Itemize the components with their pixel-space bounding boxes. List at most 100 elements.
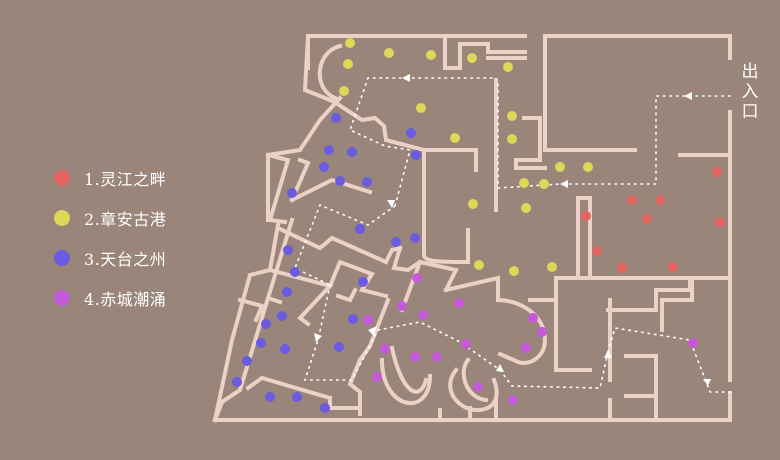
zone1-exhibit-point[interactable] xyxy=(592,246,602,256)
zone3-exhibit-point[interactable] xyxy=(290,267,300,277)
zone3-exhibit-point[interactable] xyxy=(232,377,242,387)
zone2-exhibit-point[interactable] xyxy=(339,86,349,96)
zone3-exhibit-point[interactable] xyxy=(320,403,330,413)
zone4-exhibit-points xyxy=(363,273,698,405)
zone2-exhibit-points xyxy=(339,38,593,276)
legend-item-zone1[interactable]: 1.灵江之畔 xyxy=(54,158,166,198)
zone3-exhibit-point[interactable] xyxy=(319,162,329,172)
zone2-exhibit-point[interactable] xyxy=(583,162,593,172)
zone3-exhibit-point[interactable] xyxy=(410,233,420,243)
zone4-exhibit-point[interactable] xyxy=(380,344,390,354)
zone1-exhibit-points xyxy=(581,167,725,273)
zone3-exhibit-point[interactable] xyxy=(256,338,266,348)
zone2-exhibit-point[interactable] xyxy=(509,266,519,276)
zone3-exhibit-point[interactable] xyxy=(411,150,421,160)
legend-label: 3.天台之州 xyxy=(84,250,167,269)
zone2-exhibit-point[interactable] xyxy=(343,59,353,69)
route-arrows xyxy=(314,74,711,386)
zone3-exhibit-point[interactable] xyxy=(280,344,290,354)
zone1-exhibit-point[interactable] xyxy=(642,214,652,224)
zone3-exhibit-point[interactable] xyxy=(265,392,275,402)
zone1-exhibit-point[interactable] xyxy=(627,195,637,205)
zone3-exhibit-point[interactable] xyxy=(362,177,372,187)
zone4-exhibit-point[interactable] xyxy=(412,273,422,283)
arrow-icon xyxy=(402,74,410,82)
zone2-exhibit-point[interactable] xyxy=(450,133,460,143)
zone2-exhibit-point[interactable] xyxy=(555,162,565,172)
zone4-exhibit-point[interactable] xyxy=(473,382,483,392)
zone4-exhibit-point[interactable] xyxy=(363,315,373,325)
zone2-exhibit-point[interactable] xyxy=(468,199,478,209)
floor-plan-walls xyxy=(212,33,732,423)
zone2-exhibit-point[interactable] xyxy=(474,260,484,270)
arrow-icon xyxy=(703,379,711,386)
zone2-exhibit-point[interactable] xyxy=(345,38,355,48)
zone3-exhibit-point[interactable] xyxy=(358,277,368,287)
zone3-exhibit-point[interactable] xyxy=(261,319,271,329)
zone3-exhibit-point[interactable] xyxy=(331,113,341,123)
zone3-exhibit-point[interactable] xyxy=(347,147,357,157)
zone3-exhibit-point[interactable] xyxy=(355,224,365,234)
zone1-exhibit-point[interactable] xyxy=(715,217,725,227)
zone4-exhibit-point[interactable] xyxy=(521,343,531,353)
legend: 1.灵江之畔 2.章安古港 3.天台之州 4.赤城潮涌 xyxy=(54,158,166,318)
zone1-exhibit-point[interactable] xyxy=(617,263,627,273)
zone2-exhibit-point[interactable] xyxy=(426,50,436,60)
zone3-exhibit-point[interactable] xyxy=(242,356,252,366)
zone3-exhibit-point[interactable] xyxy=(391,237,401,247)
legend-item-zone3[interactable]: 3.天台之州 xyxy=(54,238,166,278)
zone3-exhibit-point[interactable] xyxy=(282,287,292,297)
zone1-exhibit-point[interactable] xyxy=(655,195,665,205)
zone2-dot-icon xyxy=(54,210,70,226)
zone4-exhibit-point[interactable] xyxy=(432,352,442,362)
arrow-icon xyxy=(368,326,377,336)
zone2-exhibit-point[interactable] xyxy=(503,62,513,72)
zone4-exhibit-point[interactable] xyxy=(418,310,428,320)
zone4-exhibit-point[interactable] xyxy=(537,327,547,337)
zone3-dot-icon xyxy=(54,250,70,266)
zone4-exhibit-point[interactable] xyxy=(688,338,698,348)
zone2-exhibit-point[interactable] xyxy=(539,179,549,189)
zone3-exhibit-point[interactable] xyxy=(287,188,297,198)
zone3-exhibit-point[interactable] xyxy=(406,128,416,138)
zone3-exhibit-point[interactable] xyxy=(334,342,344,352)
zone3-exhibit-points xyxy=(232,113,421,413)
zone4-exhibit-point[interactable] xyxy=(461,339,471,349)
zone2-exhibit-point[interactable] xyxy=(547,262,557,272)
zone4-exhibit-point[interactable] xyxy=(528,313,538,323)
zone3-exhibit-point[interactable] xyxy=(283,245,293,255)
zone2-exhibit-point[interactable] xyxy=(507,134,517,144)
zone3-exhibit-point[interactable] xyxy=(324,145,334,155)
zone2-exhibit-point[interactable] xyxy=(521,203,531,213)
zone1-dot-icon xyxy=(54,170,70,186)
legend-label: 2.章安古港 xyxy=(84,210,167,229)
arrow-icon xyxy=(314,333,322,342)
exit-label: 出 入 口 xyxy=(741,62,759,122)
arrow-icon xyxy=(496,364,504,372)
zone2-exhibit-point[interactable] xyxy=(507,111,517,121)
arrow-icon xyxy=(604,350,612,358)
zone3-exhibit-point[interactable] xyxy=(292,392,302,402)
zone4-exhibit-point[interactable] xyxy=(372,372,382,382)
zone3-exhibit-point[interactable] xyxy=(348,314,358,324)
zone2-exhibit-point[interactable] xyxy=(519,178,529,188)
zone4-exhibit-point[interactable] xyxy=(410,352,420,362)
zone4-exhibit-point[interactable] xyxy=(454,298,464,308)
zone1-exhibit-point[interactable] xyxy=(712,167,722,177)
zone3-exhibit-point[interactable] xyxy=(335,176,345,186)
legend-label: 1.灵江之畔 xyxy=(84,170,167,189)
zone2-exhibit-point[interactable] xyxy=(467,53,477,63)
zone1-exhibit-point[interactable] xyxy=(581,211,591,221)
legend-item-zone2[interactable]: 2.章安古港 xyxy=(54,198,166,238)
zone1-exhibit-point[interactable] xyxy=(668,262,678,272)
zone4-exhibit-point[interactable] xyxy=(397,301,407,311)
zone4-dot-icon xyxy=(54,290,70,306)
zone2-exhibit-point[interactable] xyxy=(384,48,394,58)
legend-label: 4.赤城潮涌 xyxy=(84,290,167,309)
zone2-exhibit-point[interactable] xyxy=(416,103,426,113)
visit-route xyxy=(293,77,731,393)
zone4-exhibit-point[interactable] xyxy=(508,395,518,405)
zone3-exhibit-point[interactable] xyxy=(277,311,287,321)
legend-item-zone4[interactable]: 4.赤城潮涌 xyxy=(54,278,166,318)
